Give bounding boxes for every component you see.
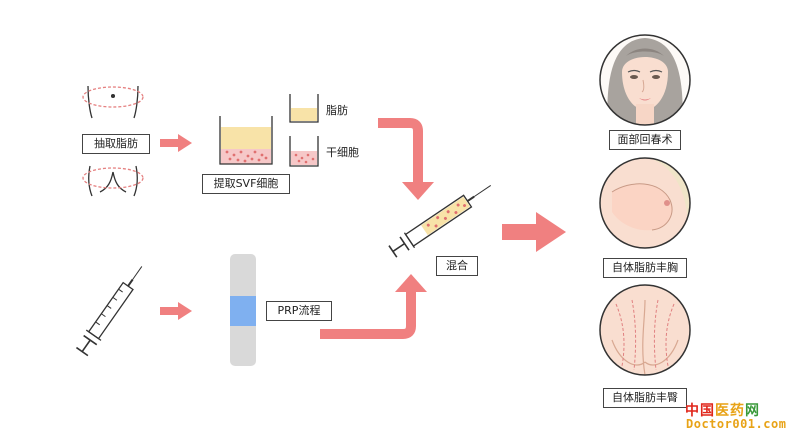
breast-augmentation-label: 自体脂肪丰胸	[603, 258, 687, 278]
watermark-site-name: 中国医药网	[685, 400, 760, 420]
buttock-illustration-icon	[599, 284, 691, 376]
face-rejuvenation-label: 面部回春术	[609, 130, 681, 150]
arrow-to-prp	[160, 302, 192, 320]
arrow-to-results	[502, 212, 566, 252]
arrow-shaft	[320, 290, 416, 339]
empty-syringe-icon	[75, 266, 143, 357]
prp-process-label: PRP流程	[266, 301, 332, 321]
watermark-part-c: 网	[745, 403, 760, 419]
prp-tube-icon	[230, 254, 256, 366]
fat-label: 脂肪	[326, 104, 348, 117]
arrow-svf-to-mix	[378, 118, 434, 200]
extract-svf-label: 提取SVF细胞	[202, 174, 290, 194]
back-figure-icon	[82, 165, 144, 197]
arrow-head	[536, 212, 566, 252]
watermark-url: Doctor001.com	[686, 417, 787, 431]
arrow-head	[178, 134, 192, 152]
arrow-shaft	[378, 118, 423, 184]
mixed-syringe-icon	[388, 185, 492, 258]
arrow-prp-to-mix	[320, 274, 427, 339]
svf-beaker-icon	[219, 116, 273, 165]
stem-cells-label: 干细胞	[326, 146, 359, 159]
arrow-head	[178, 302, 192, 320]
watermark-part-a: 中国	[685, 403, 715, 419]
fat-beaker-icon	[289, 94, 319, 123]
watermark-part-b: 医药	[715, 403, 745, 419]
arrow-shaft	[502, 224, 538, 240]
abdomen-figure-icon	[82, 85, 144, 119]
arrow-head	[402, 182, 434, 200]
buttock-augmentation-label: 自体脂肪丰臀	[603, 388, 687, 408]
arrow-shaft	[160, 139, 178, 147]
arrow-head	[395, 274, 427, 292]
face-illustration-icon	[599, 34, 691, 126]
stem-cell-beaker-icon	[289, 136, 319, 167]
mix-label: 混合	[436, 256, 478, 276]
arrow-shaft	[160, 307, 178, 315]
breast-illustration-icon	[599, 157, 691, 249]
extract-fat-label: 抽取脂肪	[82, 134, 150, 154]
arrow-to-svf	[160, 134, 192, 152]
